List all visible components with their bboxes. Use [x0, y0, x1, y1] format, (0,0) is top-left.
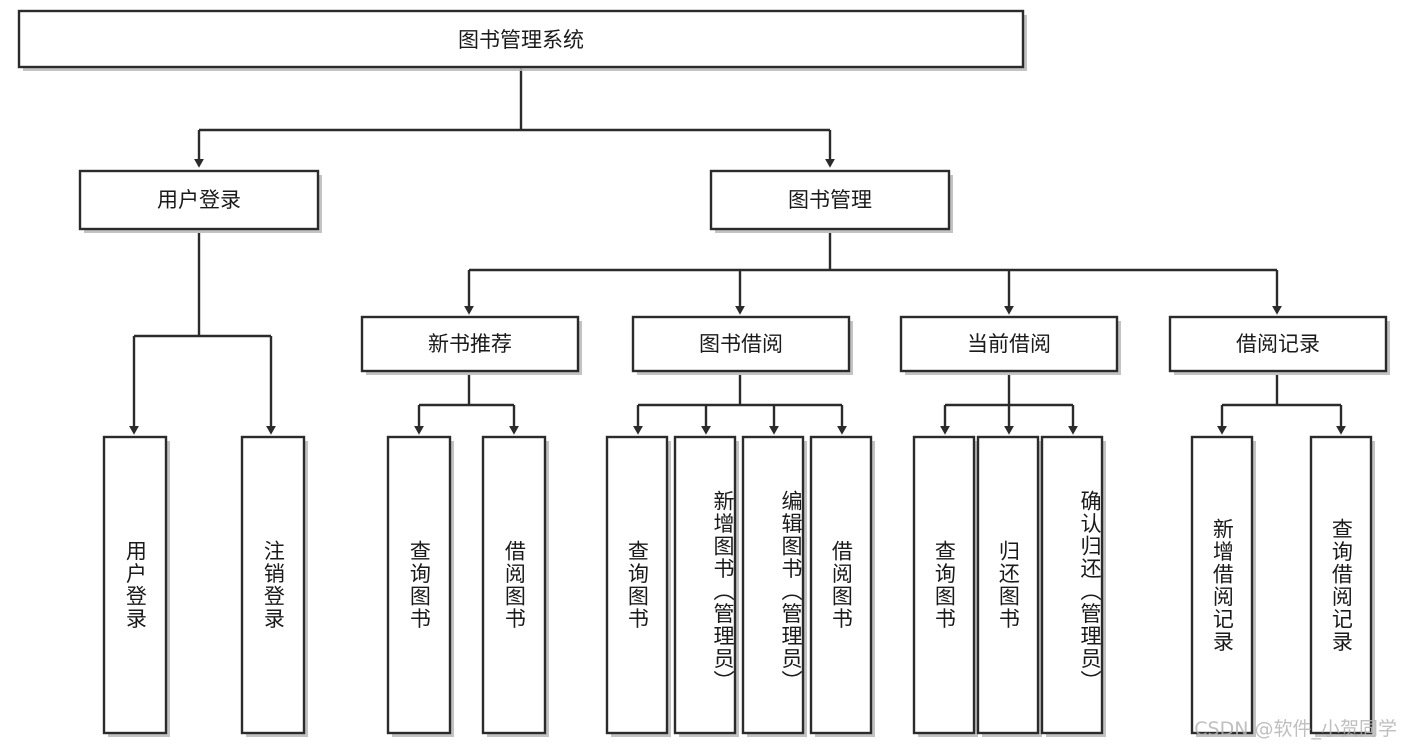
leaf-confirm-return[interactable]: [1040, 435, 1106, 737]
leaf-borrow-book-2-box[interactable]: [809, 435, 873, 735]
leaf-query-book-2[interactable]: [605, 435, 671, 737]
leaf-confirm-return-box[interactable]: [1040, 435, 1104, 735]
leaf-query-book-3[interactable]: [912, 435, 978, 737]
node-book-borrow[interactable]: 图书借阅: [631, 315, 853, 375]
leaf-borrow-book-1-box[interactable]: [481, 435, 547, 735]
node-root-box[interactable]: [17, 9, 1025, 69]
node-new-book-rec[interactable]: 新书推荐: [360, 315, 582, 375]
node-borrow-record[interactable]: 借阅记录: [1168, 315, 1390, 375]
leaf-user-login[interactable]: [102, 435, 170, 737]
node-root-label: 图书管理系统: [458, 28, 584, 52]
leaf-logout[interactable]: [240, 435, 308, 737]
leaf-query-record[interactable]: [1309, 435, 1375, 737]
node-root[interactable]: 图书管理系统: [17, 9, 1027, 71]
node-user-login-label: 用户登录: [157, 188, 241, 212]
node-book-manage-box[interactable]: [709, 169, 951, 231]
leaf-query-record-box[interactable]: [1309, 435, 1373, 735]
connector-group-book-borrow: [633, 375, 847, 435]
leaf-borrow-book-2[interactable]: [809, 435, 875, 737]
node-borrow-record-box[interactable]: [1168, 315, 1388, 373]
leaf-add-book-box[interactable]: [673, 435, 737, 735]
leaf-edit-book-box[interactable]: [741, 435, 805, 735]
connector-group-new-book-rec: [414, 375, 519, 435]
leaf-query-book-1[interactable]: [386, 435, 454, 737]
leaf-add-record[interactable]: [1190, 435, 1256, 737]
csdn-watermark: CSDN @软件_小贺同学: [1194, 718, 1397, 740]
connector-group-current-borrow: [940, 375, 1078, 435]
leaf-return-book[interactable]: [976, 435, 1042, 737]
leaf-query-book-1-box[interactable]: [386, 435, 452, 735]
node-book-borrow-label: 图书借阅: [699, 332, 783, 356]
leaf-query-book-3-box[interactable]: [912, 435, 976, 735]
node-new-book-rec-label: 新书推荐: [428, 332, 512, 356]
node-current-borrow[interactable]: 当前借阅: [899, 315, 1121, 375]
node-book-manage-label: 图书管理: [788, 188, 872, 212]
connector-group-user-login: [129, 233, 276, 435]
leaf-add-record-box[interactable]: [1190, 435, 1254, 735]
connector-group-book-manage: [464, 233, 1282, 315]
leaf-edit-book[interactable]: [741, 435, 807, 737]
node-borrow-record-label: 借阅记录: [1236, 332, 1320, 356]
connector-group-root: [194, 67, 835, 168]
leaf-query-book-2-box[interactable]: [605, 435, 669, 735]
node-user-login-box[interactable]: [78, 169, 320, 231]
leaf-user-login-box[interactable]: [102, 435, 168, 735]
node-book-manage[interactable]: 图书管理: [709, 169, 953, 233]
leaf-logout-box[interactable]: [240, 435, 306, 735]
leaf-return-book-box[interactable]: [976, 435, 1040, 735]
node-user-login[interactable]: 用户登录: [78, 169, 322, 233]
connector-group-borrow-record: [1217, 375, 1346, 435]
node-current-borrow-box[interactable]: [899, 315, 1119, 373]
leaf-borrow-book-1[interactable]: [481, 435, 549, 737]
node-new-book-rec-box[interactable]: [360, 315, 580, 373]
node-current-borrow-label: 当前借阅: [967, 332, 1051, 356]
leaf-add-book[interactable]: [673, 435, 739, 737]
node-book-borrow-box[interactable]: [631, 315, 851, 373]
